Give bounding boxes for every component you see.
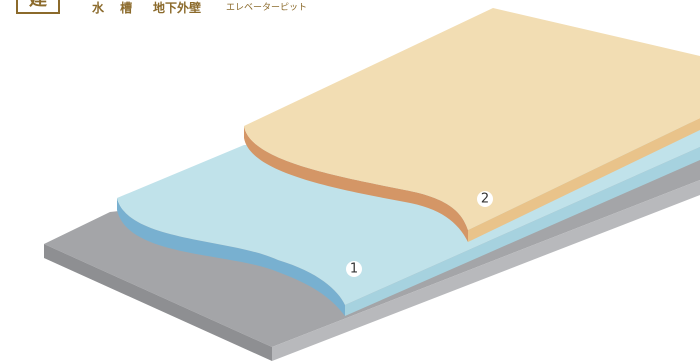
marker-1-label: 1 (350, 262, 358, 277)
label-basement-wall: 地下外壁 (153, 1, 202, 15)
marker-2: 2 (477, 191, 493, 207)
layer-1-edge (117, 198, 345, 316)
marker-2-label: 2 (481, 192, 489, 207)
layer-2 (244, 8, 700, 242)
base-slab-side (272, 180, 700, 361)
label-elevator-pit: エレベーターピット (226, 3, 308, 13)
layer-2-top (244, 8, 700, 230)
layer-2-edge (244, 126, 468, 242)
category-badge-label: 建 (18, 0, 58, 10)
layer-2-side (468, 118, 700, 242)
category-badge: 建 (16, 0, 60, 14)
layer-1-side (345, 147, 700, 316)
base-slab-front (44, 244, 272, 361)
label-water-tank: 水 槽 (92, 1, 139, 15)
header-bar: 建 水 槽 地下外壁 エレベーターピット (0, 0, 700, 20)
marker-1: 1 (346, 261, 362, 277)
